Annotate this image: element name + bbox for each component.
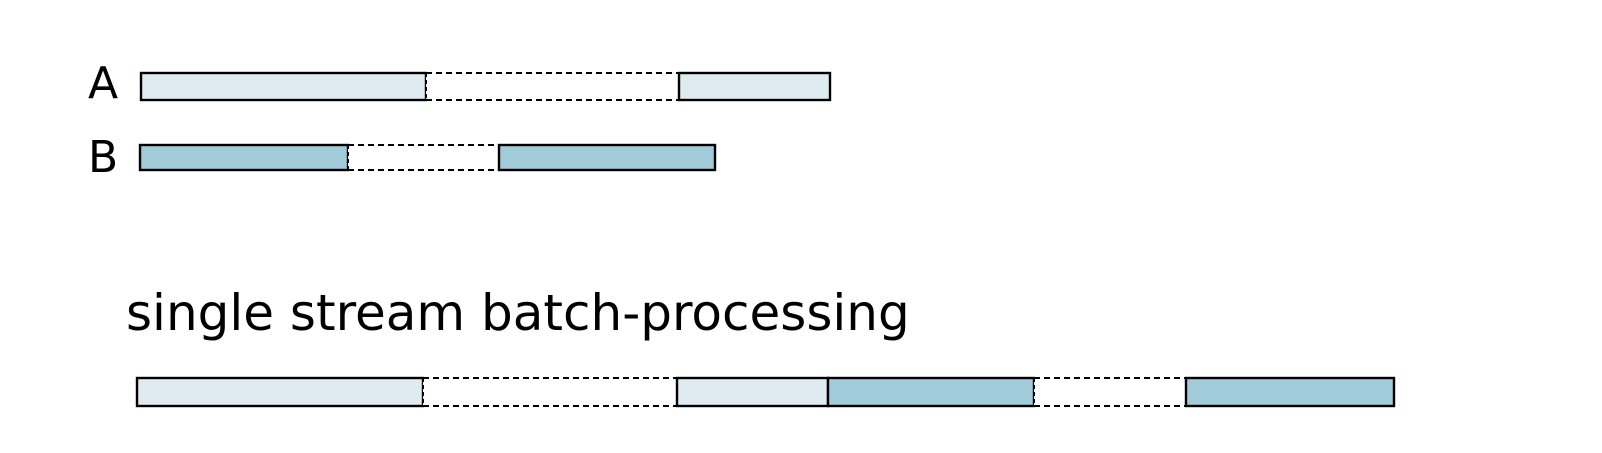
row-b-track <box>138 143 717 172</box>
idle-gap-segment <box>426 72 679 101</box>
stream-b-active-segment <box>1184 376 1396 408</box>
idle-gap-segment <box>348 144 499 171</box>
idle-gap-fill <box>1034 378 1186 406</box>
combined-track <box>135 376 1396 408</box>
stream-a-active-segment <box>677 71 832 102</box>
stream-b-active-segment <box>497 143 717 172</box>
row-label-a: A <box>88 58 119 109</box>
idle-gap-segment <box>423 377 677 407</box>
stream-a-active-segment <box>135 376 425 408</box>
stream-a-active-segment <box>139 71 428 102</box>
row-label-b: B <box>88 132 119 183</box>
row-a-track <box>139 71 832 102</box>
idle-gap-fill <box>426 73 679 100</box>
stream-b-active-segment <box>138 143 350 172</box>
combined-caption: single stream batch-processing <box>126 284 910 342</box>
stream-a-active-segment <box>675 376 830 408</box>
stream-b-active-segment <box>826 376 1036 408</box>
idle-gap-fill <box>348 145 499 170</box>
idle-gap-fill <box>423 378 677 406</box>
idle-gap-segment <box>1034 377 1186 407</box>
